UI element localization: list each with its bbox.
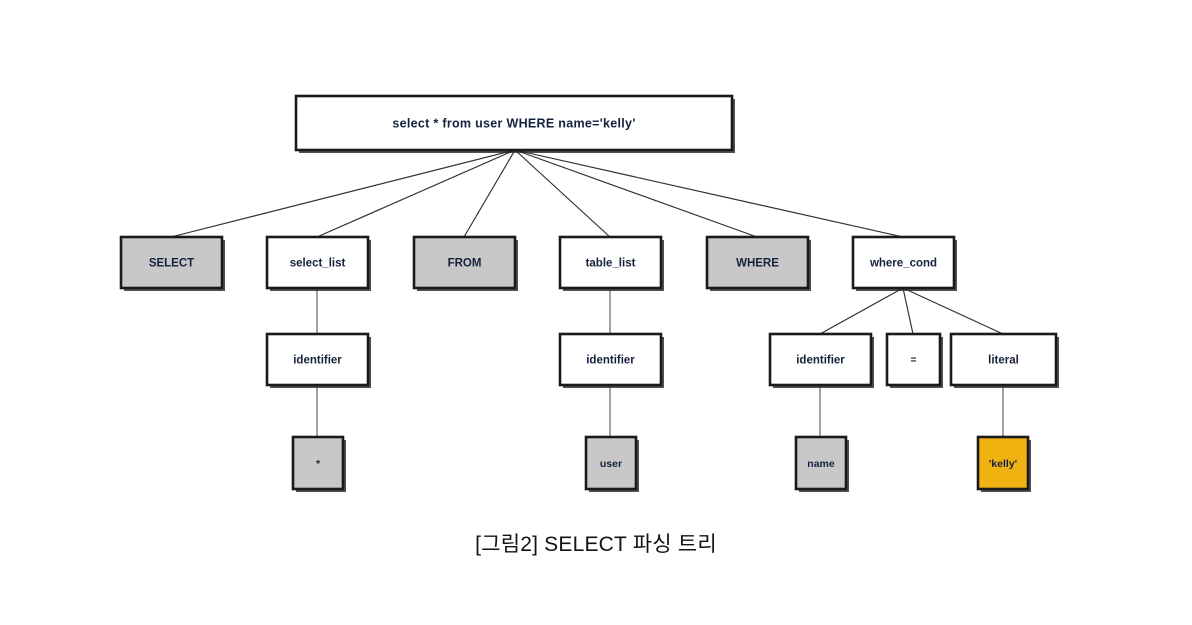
figure-caption: [그림2] SELECT 파싱 트리 [475, 533, 717, 556]
node-rect [558, 235, 663, 290]
node-rect [584, 435, 638, 491]
node-rect [265, 332, 370, 387]
node-label: identifier [293, 355, 342, 367]
node-label: 'kelly' [989, 458, 1017, 470]
node-label: name [807, 458, 835, 470]
node-layer: select * from user WHERE name='kelly' SEL… [119, 94, 1059, 492]
tree-edge-wherecond-to-literal [902, 287, 1004, 335]
tree-node-identifier-select[interactable]: identifier [265, 332, 371, 388]
node-rect [705, 235, 810, 290]
tree-node-from-keyword[interactable]: FROM [412, 235, 518, 291]
node-label: * [316, 458, 321, 470]
node-rect [294, 94, 734, 152]
tree-node-select-list[interactable]: select_list [265, 235, 371, 291]
node-rect [768, 332, 873, 387]
tree-node-table-list[interactable]: table_list [558, 235, 664, 291]
node-rect [291, 435, 345, 491]
node-rect [949, 332, 1058, 387]
node-label: user [600, 458, 622, 470]
node-label: select * from user WHERE name='kelly' [392, 116, 635, 130]
vertical-edge-layer [316, 288, 1004, 437]
tree-node-identifier-where[interactable]: identifier [768, 332, 874, 388]
node-label: where_cond [869, 258, 937, 270]
tree-node-leaf-kelly[interactable]: 'kelly' [976, 435, 1031, 492]
tree-node-equals-operator[interactable]: = [885, 332, 943, 388]
node-label: WHERE [736, 258, 779, 270]
node-label: table_list [586, 258, 636, 270]
tree-edge-wherecond-to-equals [902, 287, 914, 335]
diagonal-edge-layer [170, 149, 1004, 335]
tree-node-leaf-user[interactable]: user [584, 435, 639, 492]
tree-node-leaf-name[interactable]: name [794, 435, 849, 492]
tree-node-root[interactable]: select * from user WHERE name='kelly' [294, 94, 735, 153]
node-rect [976, 435, 1030, 491]
node-rect [885, 332, 942, 387]
node-label: literal [988, 355, 1019, 367]
node-rect [265, 235, 370, 290]
tree-node-where-cond[interactable]: where_cond [851, 235, 957, 291]
tree-edge-root-to-select-list [316, 149, 516, 238]
node-rect [794, 435, 848, 491]
node-label: select_list [290, 258, 346, 270]
tree-edge-root-to-table-list [514, 149, 611, 238]
tree-node-literal[interactable]: literal [949, 332, 1059, 388]
node-label: identifier [796, 355, 845, 367]
tree-edge-root-to-where-keyword [514, 149, 758, 238]
node-rect [412, 235, 517, 290]
node-label: identifier [586, 355, 635, 367]
node-label: = [911, 355, 917, 366]
tree-node-where-keyword[interactable]: WHERE [705, 235, 811, 291]
node-rect [558, 332, 663, 387]
node-rect [851, 235, 956, 290]
tree-edge-wherecond-to-identifier [819, 287, 904, 335]
tree-edge-root-to-from-keyword [463, 149, 516, 238]
tree-edge-root-to-select-keyword [170, 149, 516, 238]
tree-node-identifier-table[interactable]: identifier [558, 332, 664, 388]
tree-node-select-keyword[interactable]: SELECT [119, 235, 225, 291]
tree-edge-root-to-where-cond [514, 149, 904, 238]
node-label: SELECT [149, 258, 194, 270]
tree-node-leaf-star[interactable]: * [291, 435, 346, 492]
node-label: FROM [448, 258, 482, 270]
node-rect [119, 235, 224, 290]
